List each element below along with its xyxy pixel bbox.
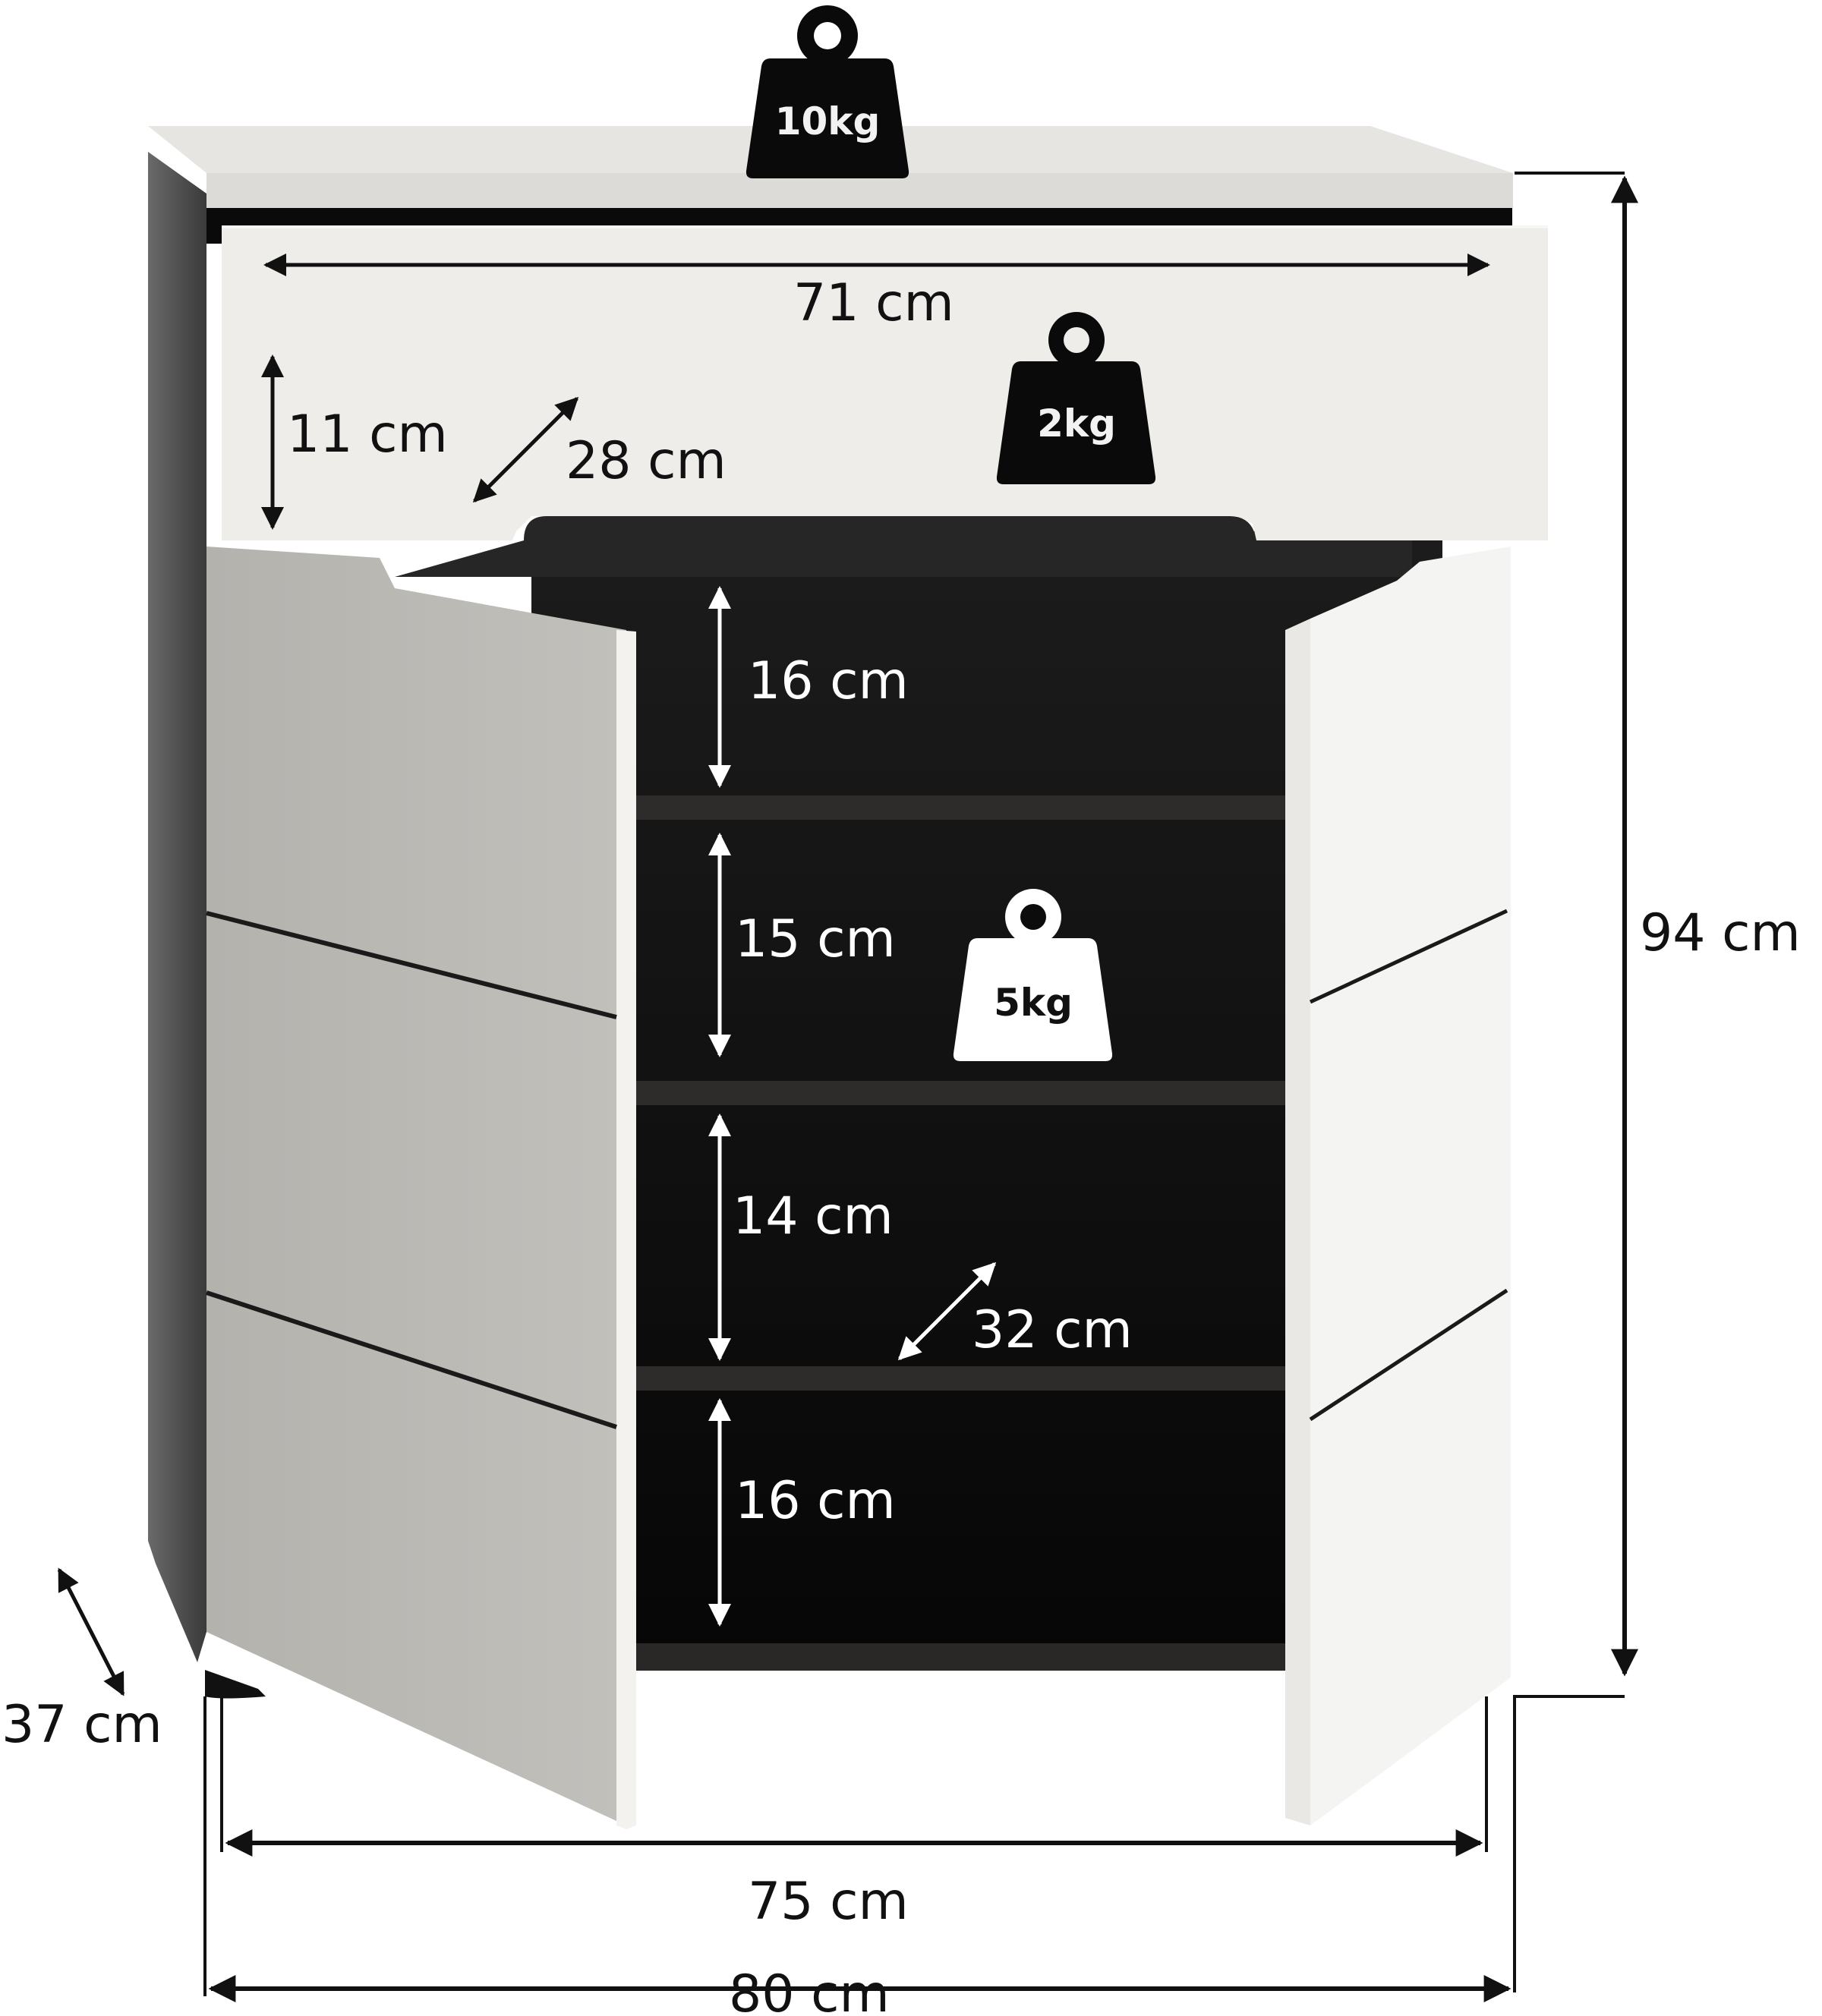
left-door-edge: [616, 630, 636, 1829]
shelf-load-label: 5kg: [994, 981, 1073, 1025]
dimension-annotations: 94 cm 75 cm 80 cm 37 cm 71 cm 11 c: [2, 172, 1801, 2016]
top-slab-edge: [206, 173, 1513, 208]
left-door-foot: [205, 1670, 266, 1699]
depth-label: 37 cm: [2, 1695, 162, 1755]
dim-drawer-height: 11 cm: [261, 354, 448, 530]
dim-shelf-depth: 32 cm: [897, 1262, 1133, 1361]
right-door: [1285, 547, 1511, 1825]
right-door-groove-1: [1309, 909, 1508, 1004]
depth-arrow: [57, 1567, 125, 1696]
drawer-load-label: 2kg: [1037, 402, 1116, 446]
drawer-height-label: 11 cm: [287, 405, 448, 465]
dim-total-height: 94 cm: [1513, 172, 1801, 1992]
drawer-width-label: 71 cm: [793, 273, 954, 333]
body-width-label: 75 cm: [748, 1872, 909, 1932]
weight-icon-drawer: 2kg: [996, 312, 1156, 484]
shelf-depth-label: 32 cm: [972, 1300, 1133, 1360]
dim-total-width: 80 cm: [203, 1696, 1512, 2016]
weight-body: [953, 938, 1113, 1061]
extension-line-bottom: [1513, 1695, 1625, 1992]
shelf-3: [636, 1366, 1285, 1391]
weight-body: [746, 58, 909, 178]
compartment-2-label: 15 cm: [735, 909, 896, 969]
weight-icon-top: 10kg: [746, 5, 909, 178]
weight-ring-hole: [814, 22, 841, 49]
drawer-depth-label: 28 cm: [566, 431, 727, 491]
dim-compartment-1: 16 cm: [708, 586, 909, 788]
left-side-panel: [148, 152, 206, 1662]
dim-drawer-width: 71 cm: [263, 254, 1490, 333]
top-load-label: 10kg: [775, 99, 881, 143]
weight-ring-hole: [1064, 327, 1089, 353]
dim-body-width: 75 cm: [220, 1696, 1488, 1932]
shelf-depth-arrow: [897, 1262, 997, 1361]
compartment-4-label: 16 cm: [735, 1471, 896, 1531]
dim-compartment-4: 16 cm: [708, 1398, 896, 1627]
shelf-1: [636, 795, 1285, 820]
left-door-groove-2: [206, 1290, 617, 1429]
total-width-label: 80 cm: [729, 1964, 890, 2016]
right-door-edge: [1285, 619, 1310, 1825]
left-door-face: [206, 547, 626, 1825]
compartment-1-label: 16 cm: [748, 651, 909, 711]
compartment-3-label: 14 cm: [733, 1186, 894, 1246]
shelf-bottom: [636, 1643, 1285, 1671]
weight-icon-shelf: 5kg: [953, 889, 1113, 1061]
drawer-depth-arrow: [472, 396, 579, 503]
cabinet-body: [148, 126, 1548, 1829]
shelves: [636, 795, 1285, 1671]
shelf-2: [636, 1081, 1285, 1105]
total-height-label: 94 cm: [1640, 903, 1801, 963]
dim-compartment-2: 15 cm: [708, 833, 896, 1057]
dim-depth: 37 cm: [2, 1567, 162, 1755]
weight-ring-hole: [1020, 904, 1046, 930]
left-door-groove-1: [206, 911, 617, 1019]
right-door-face: [1310, 547, 1511, 1825]
drawer-underside: [395, 516, 1412, 577]
left-door: [205, 547, 636, 1829]
dim-drawer-depth: 28 cm: [472, 396, 727, 503]
right-door-groove-2: [1309, 1288, 1508, 1422]
weight-body: [996, 361, 1156, 484]
dim-compartment-3: 14 cm: [708, 1114, 894, 1361]
